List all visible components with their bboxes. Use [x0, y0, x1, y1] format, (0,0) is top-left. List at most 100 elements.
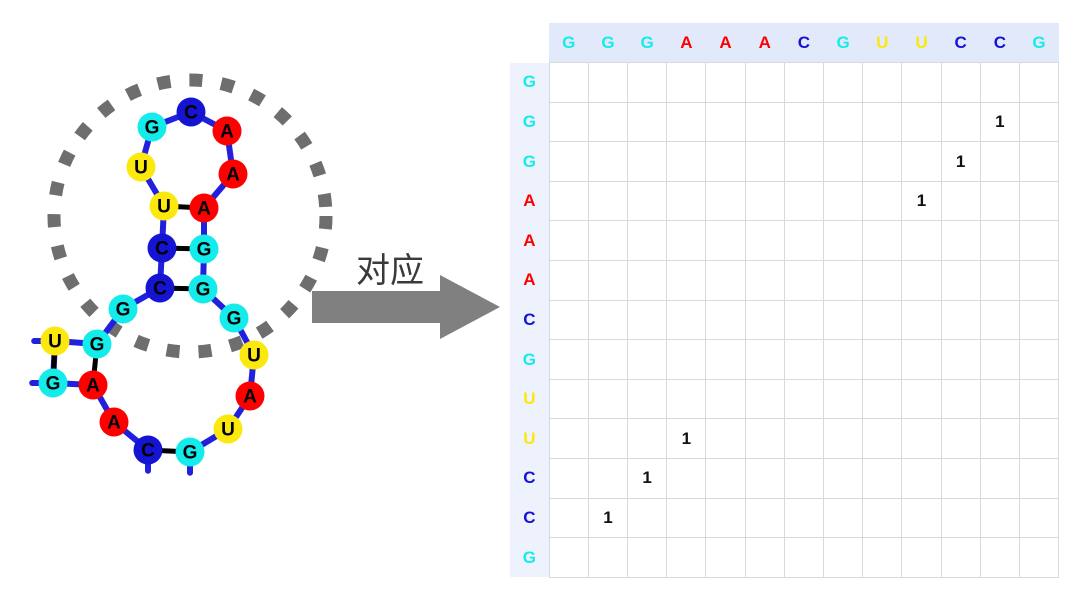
matrix-cell-empty[interactable] — [862, 141, 903, 182]
matrix-cell-empty[interactable] — [548, 497, 589, 539]
matrix-cell-empty[interactable] — [1018, 62, 1060, 103]
matrix-cell-empty[interactable] — [744, 260, 785, 301]
matrix-cell-empty[interactable] — [979, 339, 1020, 380]
matrix-cell-empty[interactable] — [862, 62, 903, 103]
matrix-cell-empty[interactable] — [940, 180, 981, 222]
matrix-cell-empty[interactable] — [548, 537, 589, 578]
matrix-cell-empty[interactable] — [587, 180, 629, 222]
matrix-cell-empty[interactable] — [979, 260, 1020, 301]
matrix-cell-empty[interactable] — [901, 418, 942, 460]
matrix-cell-empty[interactable] — [901, 62, 942, 103]
matrix-cell-empty[interactable] — [744, 101, 785, 143]
matrix-cell-filled[interactable]: 1 — [627, 458, 668, 499]
matrix-cell-empty[interactable] — [783, 458, 825, 499]
matrix-cell-empty[interactable] — [666, 339, 707, 380]
matrix-cell-empty[interactable] — [979, 299, 1020, 341]
matrix-cell-empty[interactable] — [862, 497, 903, 539]
matrix-cell-empty[interactable] — [627, 378, 668, 420]
matrix-cell-empty[interactable] — [822, 378, 864, 420]
matrix-cell-empty[interactable] — [1018, 220, 1060, 262]
matrix-cell-empty[interactable] — [783, 62, 825, 103]
matrix-cell-empty[interactable] — [548, 339, 589, 380]
matrix-cell-empty[interactable] — [587, 339, 629, 380]
matrix-cell-empty[interactable] — [901, 141, 942, 182]
matrix-cell-empty[interactable] — [666, 141, 707, 182]
matrix-cell-empty[interactable] — [979, 141, 1020, 182]
matrix-cell-empty[interactable] — [1018, 418, 1060, 460]
matrix-cell-empty[interactable] — [1018, 260, 1060, 301]
matrix-cell-empty[interactable] — [1018, 339, 1060, 380]
matrix-cell-filled[interactable]: 1 — [901, 180, 942, 222]
matrix-cell-filled[interactable]: 1 — [587, 497, 629, 539]
matrix-cell-empty[interactable] — [822, 62, 864, 103]
matrix-cell-empty[interactable] — [783, 260, 825, 301]
matrix-cell-empty[interactable] — [705, 220, 746, 262]
matrix-cell-empty[interactable] — [705, 378, 746, 420]
matrix-cell-empty[interactable] — [666, 497, 707, 539]
matrix-cell-empty[interactable] — [822, 497, 864, 539]
matrix-cell-empty[interactable] — [822, 299, 864, 341]
matrix-cell-empty[interactable] — [1018, 497, 1060, 539]
matrix-cell-empty[interactable] — [705, 497, 746, 539]
matrix-cell-empty[interactable] — [901, 378, 942, 420]
matrix-cell-empty[interactable] — [548, 180, 589, 222]
matrix-cell-empty[interactable] — [979, 458, 1020, 499]
matrix-cell-empty[interactable] — [862, 378, 903, 420]
matrix-cell-empty[interactable] — [862, 260, 903, 301]
matrix-cell-empty[interactable] — [979, 180, 1020, 222]
matrix-cell-empty[interactable] — [666, 220, 707, 262]
matrix-cell-empty[interactable] — [783, 101, 825, 143]
matrix-cell-empty[interactable] — [1018, 299, 1060, 341]
matrix-cell-empty[interactable] — [548, 141, 589, 182]
matrix-cell-empty[interactable] — [627, 141, 668, 182]
matrix-cell-empty[interactable] — [744, 418, 785, 460]
matrix-cell-empty[interactable] — [940, 537, 981, 578]
matrix-cell-empty[interactable] — [548, 299, 589, 341]
matrix-cell-empty[interactable] — [862, 458, 903, 499]
matrix-cell-empty[interactable] — [901, 220, 942, 262]
matrix-cell-empty[interactable] — [940, 101, 981, 143]
matrix-cell-empty[interactable] — [587, 62, 629, 103]
matrix-cell-empty[interactable] — [666, 378, 707, 420]
matrix-cell-empty[interactable] — [587, 378, 629, 420]
matrix-cell-empty[interactable] — [901, 299, 942, 341]
matrix-cell-empty[interactable] — [822, 220, 864, 262]
matrix-cell-empty[interactable] — [940, 299, 981, 341]
matrix-cell-empty[interactable] — [744, 339, 785, 380]
matrix-cell-empty[interactable] — [783, 378, 825, 420]
matrix-cell-empty[interactable] — [940, 260, 981, 301]
matrix-cell-empty[interactable] — [940, 418, 981, 460]
matrix-cell-empty[interactable] — [705, 418, 746, 460]
matrix-cell-empty[interactable] — [627, 497, 668, 539]
matrix-cell-empty[interactable] — [548, 418, 589, 460]
matrix-cell-empty[interactable] — [979, 497, 1020, 539]
matrix-cell-empty[interactable] — [666, 180, 707, 222]
matrix-cell-empty[interactable] — [705, 339, 746, 380]
matrix-cell-empty[interactable] — [666, 537, 707, 578]
matrix-cell-empty[interactable] — [822, 141, 864, 182]
matrix-cell-empty[interactable] — [822, 339, 864, 380]
matrix-cell-empty[interactable] — [822, 260, 864, 301]
matrix-cell-empty[interactable] — [666, 62, 707, 103]
matrix-cell-empty[interactable] — [979, 220, 1020, 262]
matrix-cell-empty[interactable] — [783, 180, 825, 222]
matrix-cell-empty[interactable] — [783, 497, 825, 539]
matrix-cell-empty[interactable] — [627, 101, 668, 143]
matrix-cell-empty[interactable] — [979, 537, 1020, 578]
matrix-cell-empty[interactable] — [627, 62, 668, 103]
matrix-cell-empty[interactable] — [822, 458, 864, 499]
matrix-cell-empty[interactable] — [822, 537, 864, 578]
matrix-cell-filled[interactable]: 1 — [666, 418, 707, 460]
matrix-cell-empty[interactable] — [822, 180, 864, 222]
matrix-cell-empty[interactable] — [744, 62, 785, 103]
matrix-cell-empty[interactable] — [587, 260, 629, 301]
matrix-cell-empty[interactable] — [744, 458, 785, 499]
matrix-cell-empty[interactable] — [705, 537, 746, 578]
matrix-cell-empty[interactable] — [587, 220, 629, 262]
matrix-cell-empty[interactable] — [548, 378, 589, 420]
matrix-cell-empty[interactable] — [744, 220, 785, 262]
matrix-cell-empty[interactable] — [548, 220, 589, 262]
matrix-cell-empty[interactable] — [548, 101, 589, 143]
matrix-cell-empty[interactable] — [862, 220, 903, 262]
matrix-cell-empty[interactable] — [705, 141, 746, 182]
